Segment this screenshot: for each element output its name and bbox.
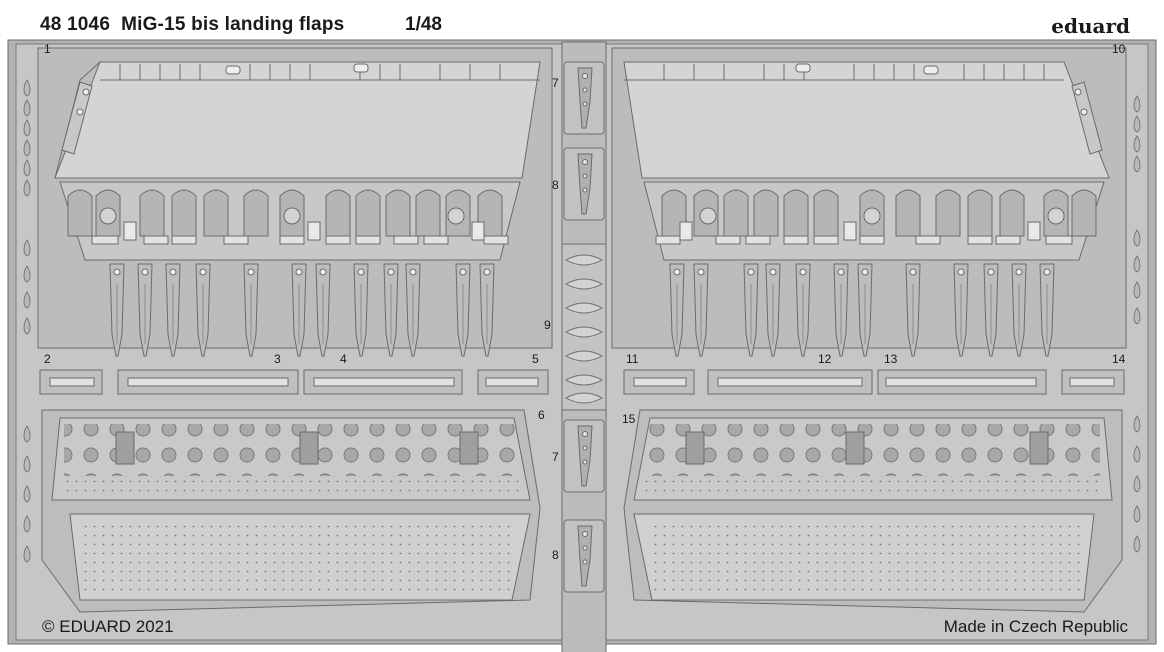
sheet-scale: 1/48	[405, 14, 442, 35]
part-number: 8	[552, 548, 559, 562]
part-number: 4	[340, 352, 347, 366]
part-number: 3	[274, 352, 281, 366]
part-number: 10	[1112, 42, 1126, 56]
part-number: 11	[626, 352, 639, 366]
part-number: 6	[538, 408, 545, 422]
part-6-flap-lower	[41, 409, 541, 613]
part-number: 7	[552, 450, 559, 464]
part-number: 2	[44, 352, 51, 366]
part-number: 15	[622, 412, 636, 426]
part-number: 9	[544, 318, 551, 332]
parts-2-5-strips	[39, 369, 549, 395]
part-10-flap-upper	[611, 47, 1141, 613]
part-1-flap-upper	[37, 47, 553, 357]
origin-text: Made in Czech Republic	[943, 617, 1128, 636]
copyright-text: © EDUARD 2021	[42, 617, 174, 636]
part-number: 14	[1112, 352, 1126, 366]
part-number: 7	[552, 76, 559, 90]
center-column-parts	[561, 41, 607, 652]
part-number: 8	[552, 178, 559, 192]
part-number: 12	[818, 352, 832, 366]
brand-logo: eduard	[1051, 14, 1130, 38]
sheet-title: 48 1046 MiG-15 bis landing flaps	[40, 14, 345, 35]
part-number: 5	[532, 352, 539, 366]
part-number: 13	[884, 352, 898, 366]
part-number: 1	[44, 42, 51, 56]
